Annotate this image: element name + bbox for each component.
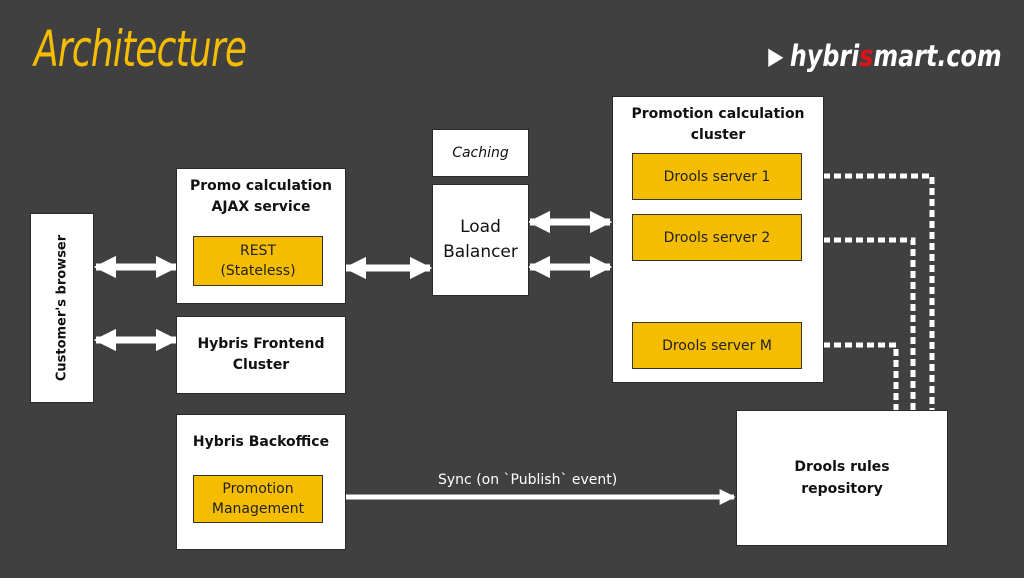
caching-node: Caching [432, 129, 529, 177]
dashed-server1-repo [801, 173, 935, 410]
load-balancer-node: Load Balancer [432, 184, 529, 296]
promo-ajax-title: Promo calculation AJAX service [190, 178, 332, 215]
drools-server-m: Drools server M [632, 322, 802, 369]
brand-highlight: s [859, 39, 874, 73]
drools-server-2: Drools server 2 [632, 214, 802, 261]
rest-node: REST (Stateless) [193, 236, 323, 286]
frontend-node: Hybris Frontend Cluster [176, 316, 346, 394]
cluster-title: Promotion calculation cluster [631, 106, 805, 143]
brand-prefix: hybri [790, 39, 860, 73]
brand-suffix: mart.com [873, 39, 1002, 73]
dashed-server2-repo [801, 237, 916, 410]
sync-label: Sync (on `Publish` event) [438, 472, 618, 488]
repository-node: Drools rules repository [736, 410, 948, 546]
browser-label: Customer's browser [54, 234, 70, 382]
backoffice-node: Hybris Backoffice Promotion Management [176, 414, 346, 550]
browser-node: Customer's browser [30, 213, 94, 403]
repository-label: Drools rules repository [794, 459, 890, 497]
load-balancer-label: Load Balancer [443, 217, 518, 262]
drools-server-1: Drools server 1 [632, 153, 802, 200]
dashed-serverM-repo [801, 342, 899, 410]
frontend-label: Hybris Frontend Cluster [197, 336, 325, 373]
play-icon: ▶ [768, 42, 784, 70]
promotion-management-node: Promotion Management [193, 475, 323, 523]
cluster-node: Promotion calculation cluster Drools ser… [612, 96, 824, 383]
caching-label: Caching [452, 145, 509, 161]
backoffice-title: Hybris Backoffice [192, 434, 330, 450]
page-title: Architecture [34, 20, 247, 78]
promo-ajax-node: Promo calculation AJAX service REST (Sta… [176, 168, 346, 304]
